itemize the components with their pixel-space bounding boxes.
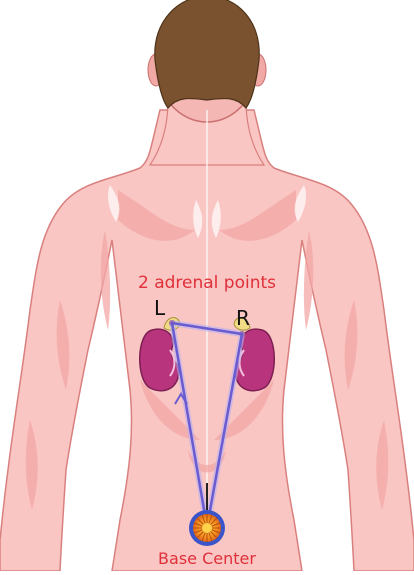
adrenal-points-label: 2 adrenal points bbox=[0, 273, 414, 293]
left-side-label: L bbox=[154, 296, 165, 320]
hair bbox=[155, 0, 259, 108]
right-side-label: R bbox=[236, 306, 250, 330]
base-center-label: Base Center bbox=[0, 549, 414, 568]
base-center-sun-icon bbox=[189, 510, 225, 546]
